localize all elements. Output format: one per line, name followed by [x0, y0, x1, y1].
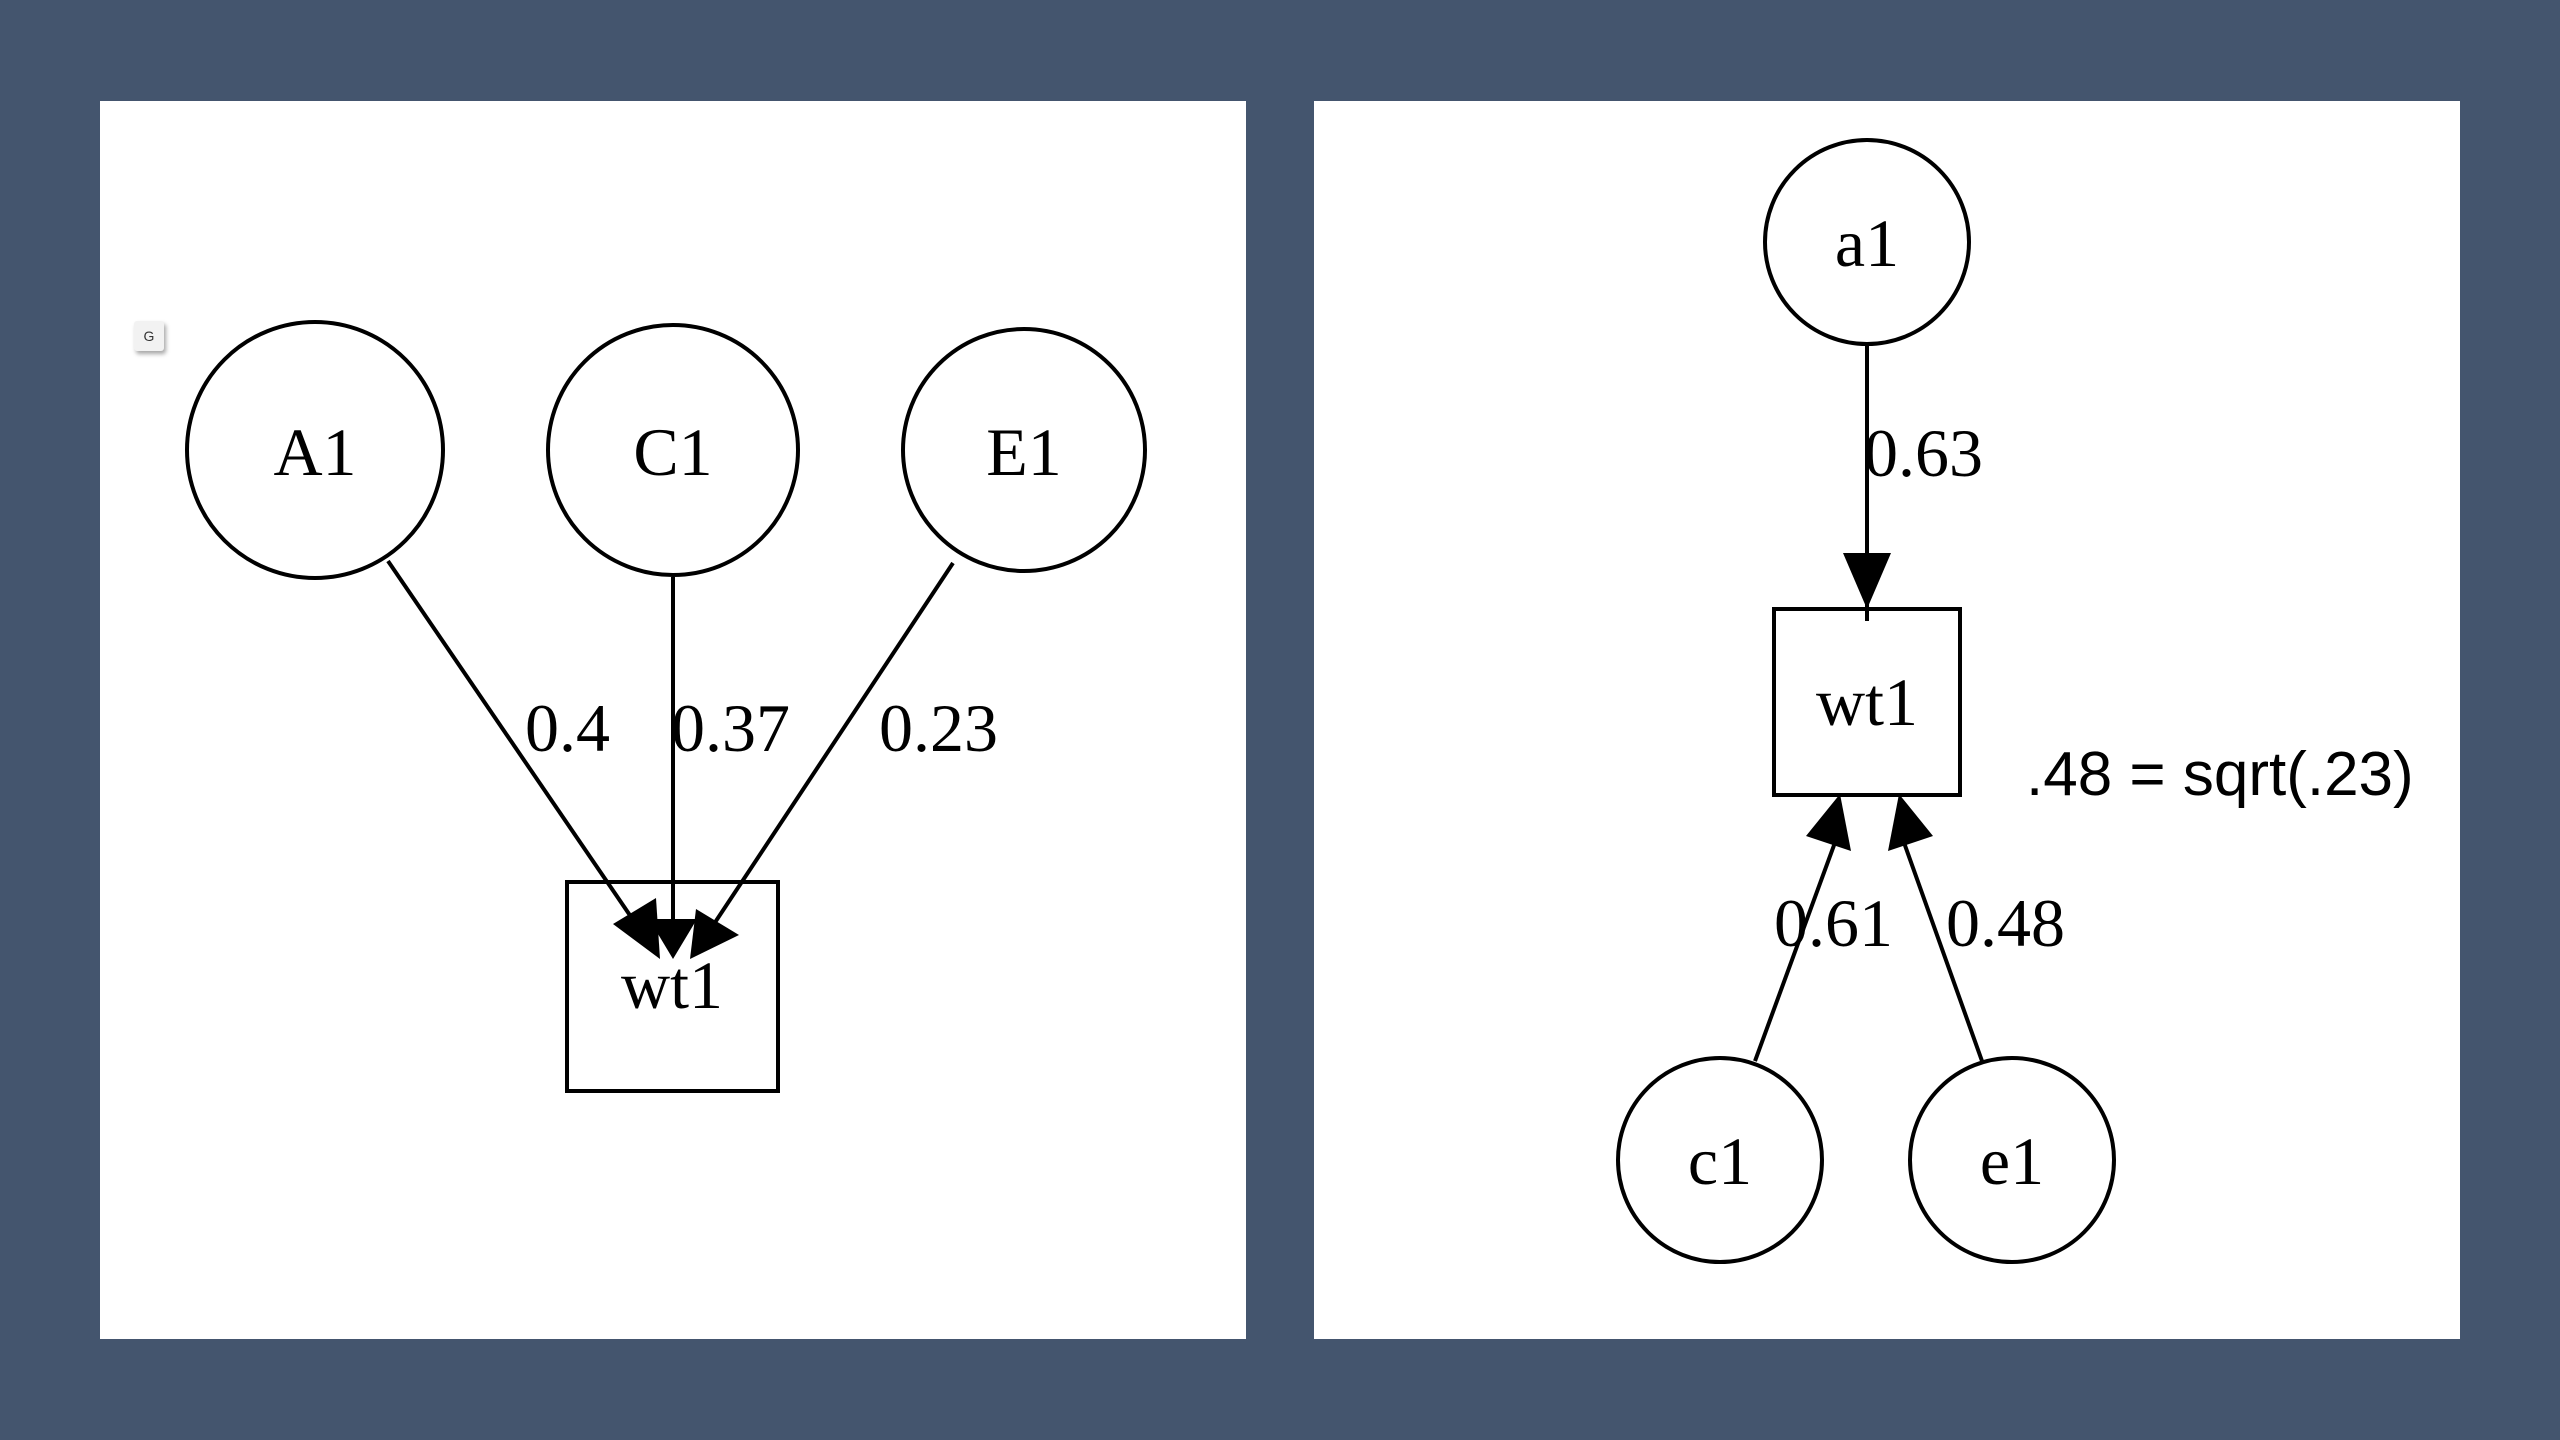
right-path-diagram-panel: a1 wt1 c1 e1 0.63 0.61 0.48 .48 = sqrt(.… — [1314, 101, 2460, 1339]
left-path-diagram-panel: G A1 C1 E1 — [100, 101, 1246, 1339]
edge-label-e1-wt1-right: 0.48 — [1946, 885, 2065, 961]
edge-label-c1-wt1-right: 0.61 — [1774, 885, 1893, 961]
node-a1-right[interactable]: a1 — [1763, 138, 1971, 346]
left-diagram-svg: A1 C1 E1 wt1 0.4 0.37 0.23 — [185, 320, 1147, 1093]
edge-e1-wt1-right — [1888, 794, 1984, 1062]
node-c1-right-label: c1 — [1688, 1123, 1752, 1199]
edge-label-a1-wt1-right: 0.63 — [1864, 415, 1983, 491]
graph-badge[interactable]: G — [134, 321, 164, 351]
edge-label-a1-wt1: 0.4 — [525, 690, 610, 766]
node-a1-right-label: a1 — [1835, 205, 1899, 281]
node-wt1[interactable]: wt1 — [565, 880, 780, 1093]
node-wt1-right[interactable]: wt1 — [1772, 607, 1962, 797]
node-c1-label: C1 — [633, 414, 712, 490]
node-a1[interactable]: A1 — [185, 320, 445, 580]
node-wt1-right-label: wt1 — [1816, 664, 1918, 740]
node-e1-label: E1 — [986, 414, 1062, 490]
node-wt1-label: wt1 — [621, 947, 723, 1023]
edge-e1-wt1 — [690, 561, 955, 959]
node-c1[interactable]: C1 — [546, 323, 800, 577]
edge-c1-wt1-right — [1753, 794, 1851, 1062]
edge-label-e1-wt1: 0.23 — [879, 690, 998, 766]
edge-c1-wt1 — [649, 577, 697, 959]
node-e1-right[interactable]: e1 — [1908, 1056, 2116, 1264]
edge-a1-wt1 — [386, 559, 660, 959]
edge-a1-wt1-right — [1843, 345, 1891, 621]
node-c1-right[interactable]: c1 — [1616, 1056, 1824, 1264]
node-e1-right-label: e1 — [1980, 1123, 2044, 1199]
right-diagram-svg: a1 wt1 c1 e1 0.63 0.61 0.48 .48 = sqrt(.… — [1616, 138, 2414, 1264]
edge-label-c1-wt1: 0.37 — [671, 690, 790, 766]
node-e1[interactable]: E1 — [901, 327, 1147, 573]
sqrt-note: .48 = sqrt(.23) — [2026, 740, 2414, 809]
node-a1-label: A1 — [273, 414, 356, 490]
